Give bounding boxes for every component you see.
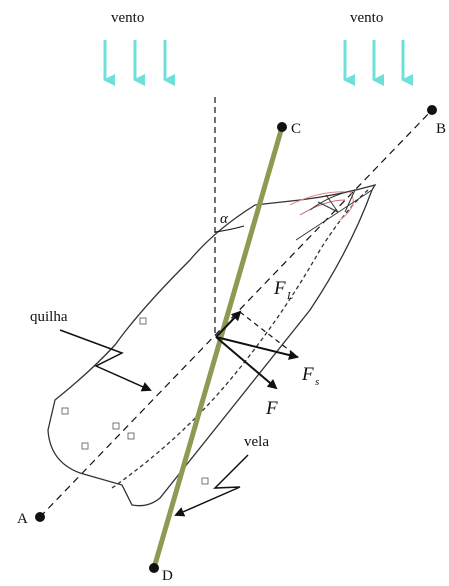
point-a-marker bbox=[35, 512, 45, 522]
force-guide-dashed-1 bbox=[239, 311, 299, 358]
sail-label: vela bbox=[244, 434, 269, 450]
force-total-label: F bbox=[265, 398, 278, 419]
force-drag-arrow bbox=[215, 336, 299, 360]
wind-arrows-right bbox=[343, 40, 413, 86]
angle-alpha-label: α bbox=[220, 211, 229, 227]
point-d-marker bbox=[149, 563, 159, 573]
point-d-label: D bbox=[162, 568, 173, 584]
force-vectors bbox=[215, 310, 299, 390]
keel-pointer-icon bbox=[59, 329, 152, 392]
mast-c-d bbox=[151, 124, 285, 571]
point-c-label: C bbox=[291, 121, 301, 137]
angle-arc bbox=[214, 225, 245, 233]
point-b-marker bbox=[427, 105, 437, 115]
point-a-label: A bbox=[17, 511, 28, 527]
sail-pointer-icon bbox=[174, 454, 249, 517]
force-drag-subscript: s bbox=[315, 376, 319, 388]
force-lateral-subscript: L bbox=[286, 290, 293, 302]
wind-arrows-left bbox=[103, 40, 175, 86]
wind-label-right: vento bbox=[350, 10, 383, 26]
force-drag-label: F bbox=[301, 364, 314, 385]
wind-label-left: vento bbox=[111, 10, 144, 26]
boat-hull bbox=[47, 183, 377, 507]
force-total-arrow bbox=[215, 336, 278, 390]
force-lateral-arrow bbox=[215, 310, 242, 338]
keel-label: quilha bbox=[30, 309, 68, 325]
point-c-marker bbox=[277, 122, 287, 132]
line-a-b bbox=[39, 109, 433, 518]
force-lateral-label: F bbox=[273, 278, 286, 299]
point-b-label: B bbox=[436, 121, 446, 137]
